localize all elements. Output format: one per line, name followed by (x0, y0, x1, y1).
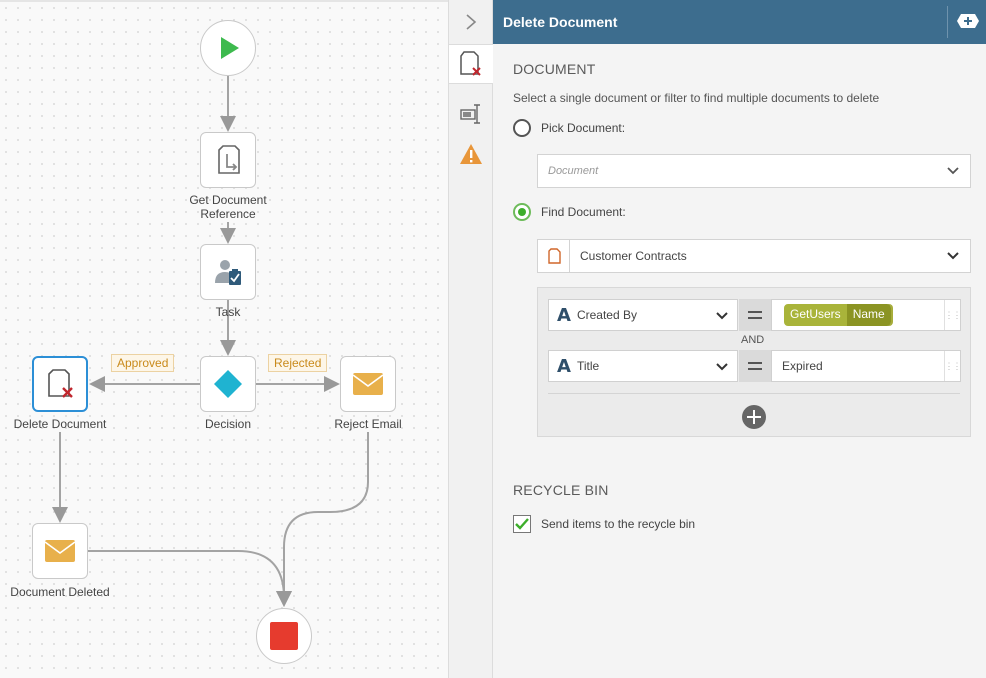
header-divider (947, 6, 948, 38)
list-icon-cell (538, 240, 570, 272)
chevron-right-icon (466, 14, 477, 30)
task-label: Task (215, 305, 241, 319)
expand-icon (957, 14, 979, 28)
envelope-icon (44, 540, 76, 562)
drag-handle-icon[interactable]: ⋮⋮ (944, 351, 962, 381)
workflow-canvas[interactable]: Get Document Reference Task Decision Del… (0, 0, 448, 678)
delete-document-icon (460, 51, 481, 76)
document-picker-dropdown[interactable]: Document (537, 154, 971, 188)
recycle-bin-option[interactable]: Send items to the recycle bin (513, 515, 695, 533)
recycle-section-title: RECYCLE BIN (513, 482, 609, 498)
document-icon (547, 248, 561, 264)
decision-label: Decision (204, 417, 252, 431)
filter-operator-select[interactable] (739, 299, 771, 331)
drag-handle-icon[interactable]: ⋮⋮ (944, 300, 962, 330)
decision-node[interactable] (200, 356, 256, 412)
document-reference-icon (218, 145, 240, 174)
chevron-down-icon (716, 363, 728, 371)
properties-panel: Delete Document DOCUMENT Select a single… (493, 0, 986, 678)
recycle-bin-checkbox[interactable] (513, 515, 531, 533)
list-dropdown-value: Customer Contracts (580, 249, 687, 263)
reject-email-node[interactable] (340, 356, 396, 412)
rail-tab-properties[interactable] (449, 44, 493, 84)
text-field-icon: A (557, 355, 571, 377)
panel-title: Delete Document (503, 14, 618, 30)
document-picker-placeholder: Document (548, 165, 599, 177)
filter-divider (548, 393, 960, 394)
filter-value-field[interactable]: GetUsers Name ⋮⋮ (771, 299, 962, 331)
document-deleted-label: Document Deleted (10, 585, 110, 599)
chevron-down-icon (947, 252, 959, 260)
token-source: GetUsers (784, 304, 847, 326)
document-deleted-node[interactable] (32, 523, 88, 579)
task-user-icon (215, 260, 241, 285)
stop-icon (270, 622, 298, 650)
filter-field-value: Title (576, 359, 600, 373)
filter-joiner-label: AND (741, 334, 765, 346)
rejected-branch-label[interactable]: Rejected (268, 354, 328, 372)
text-cursor-icon (460, 104, 480, 124)
add-filter-button[interactable] (742, 405, 766, 429)
find-document-option[interactable]: Find Document: (513, 203, 626, 221)
filter-field-select[interactable]: A Created By (548, 299, 738, 331)
delete-document-node[interactable] (32, 356, 88, 412)
chevron-down-icon (947, 167, 959, 175)
delete-document-icon (48, 369, 73, 398)
filter-value-text: Expired (782, 359, 823, 373)
play-icon (221, 37, 239, 59)
expand-panel-button[interactable] (956, 12, 980, 33)
equals-icon (748, 311, 762, 319)
get-document-reference-node[interactable] (200, 132, 256, 188)
filter-field-select[interactable]: A Title (548, 350, 738, 382)
chevron-down-icon (716, 312, 728, 320)
collapse-panel-button[interactable] (449, 2, 493, 42)
rail-tab-warnings[interactable] (449, 134, 493, 174)
equals-icon (748, 362, 762, 370)
find-document-radio[interactable] (513, 203, 531, 221)
connector-reject-end (276, 432, 369, 607)
pick-document-radio[interactable] (513, 119, 531, 137)
variable-token[interactable]: GetUsers Name (784, 304, 891, 326)
find-document-label: Find Document: (541, 205, 626, 219)
token-property: Name (846, 304, 891, 326)
filter-builder: A Created By GetUsers Name ⋮⋮ AND A Titl… (537, 287, 971, 437)
checkmark-icon (515, 518, 529, 530)
pick-document-label: Pick Document: (541, 121, 626, 135)
approved-branch-label[interactable]: Approved (111, 354, 175, 372)
task-node[interactable] (200, 244, 256, 300)
list-dropdown[interactable]: Customer Contracts (537, 239, 971, 273)
filter-field-value: Created By (576, 308, 637, 322)
properties-rail (448, 0, 493, 678)
filter-value-field[interactable]: Expired ⋮⋮ (771, 350, 962, 382)
panel-header: Delete Document (493, 0, 986, 44)
document-section-description: Select a single document or filter to fi… (513, 91, 880, 105)
end-node[interactable] (256, 608, 312, 664)
text-field-icon: A (557, 304, 571, 326)
document-section-title: DOCUMENT (513, 61, 596, 77)
workflow-connectors (52, 76, 369, 607)
warning-icon (460, 144, 482, 164)
start-node[interactable] (200, 20, 256, 76)
delete-document-label: Delete Document (13, 417, 107, 431)
diamond-icon (214, 370, 242, 398)
get-document-reference-label: Get Document Reference (189, 193, 267, 221)
pick-document-option[interactable]: Pick Document: (513, 119, 625, 137)
rail-tab-input-mapping[interactable] (449, 94, 493, 134)
filter-operator-select[interactable] (739, 350, 771, 382)
envelope-icon (352, 373, 384, 395)
reject-email-label: Reject Email (334, 417, 402, 431)
recycle-bin-label: Send items to the recycle bin (541, 517, 696, 531)
